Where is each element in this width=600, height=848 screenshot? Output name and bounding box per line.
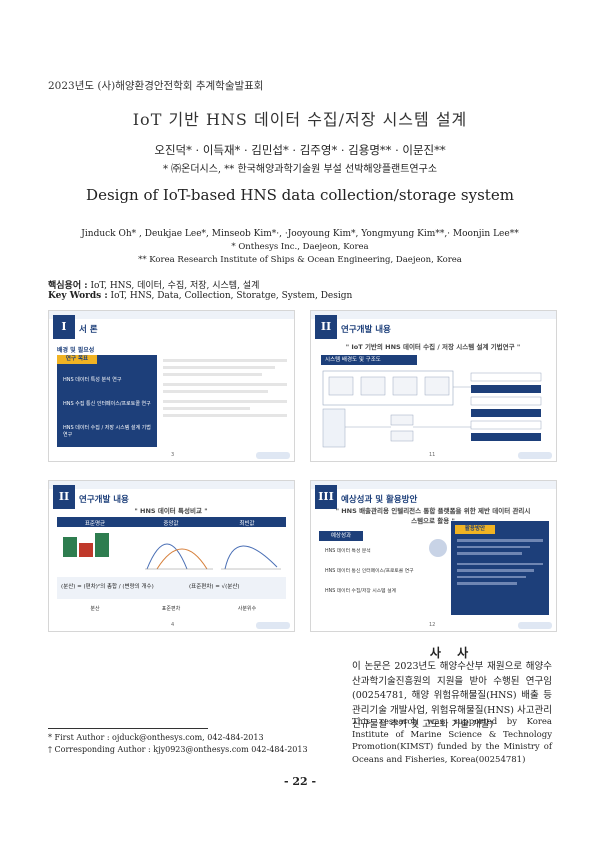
slide-roman-numeral: II (315, 315, 337, 339)
goal-item: HNS 데이터 수집 / 저장 시스템 설계 기법 연구 (63, 425, 151, 438)
footnote-first-author: * First Author : ojduck@onthesys.com, 04… (48, 733, 264, 742)
stddev-formula: (표준편차) = √(분산) (189, 584, 240, 590)
title-korean: IoT 기반 HNS 데이터 수집/저장 시스템 설계 (132, 110, 468, 129)
affiliation-korean: * ㈜온더시스, ** 한국해양과학기술원 부설 선박해양플랜트연구소 (162, 164, 438, 175)
outcome-item: HNS 데이터 통신 인터페이스/프로토콜 연구 (325, 569, 414, 574)
keywords-korean: 핵심용어 : IoT, HNS, 데이터, 수집, 저장, 시스템, 설계 (48, 278, 259, 291)
acknowledgement-title: 사 사 (429, 646, 475, 660)
slide-quote: " HNS 데이터 특성비교 " (134, 507, 208, 515)
slide-topbar (49, 311, 294, 319)
slide-page-number: 12 (429, 622, 436, 628)
slide-research-content-1: II 연구개발 내용 " IoT 기반의 HNS 데이터 수집 / 저장 시스템… (310, 310, 557, 462)
slide-title: 예상성과 및 활용방안 (341, 495, 418, 505)
logo (518, 622, 552, 629)
logo (256, 452, 290, 459)
slide-research-content-2: II 연구개발 내용 " HNS 데이터 특성비교 " 표준명균 중앙값 최빈값… (48, 480, 295, 632)
variance-formula: (분산) = (편차)²의 총합 / (변량의 개수) (61, 584, 154, 590)
affiliation-english-2: ** Korea Research Institute of Ships & O… (138, 255, 462, 265)
footnote-divider (48, 728, 208, 729)
authors-korean: 오진덕* · 이득재* · 김민섭* · 김주영* · 김용명** · 이문진*… (154, 143, 446, 157)
outcome-item: HNS 데이터 특성 분석 (325, 549, 371, 554)
acknowledgement-korean: 이 논문은 2023년도 해양수산부 재원으로 해양수산과학기술진흥원의 지원을… (352, 661, 552, 730)
slide-expected-outcomes: III 예상성과 및 활용방안 " HNS 배출관리용 인텔리전스 통합 플랫폼… (310, 480, 557, 632)
slide-roman-numeral: II (53, 485, 75, 509)
outcome-item: HNS 데이터 수집/저장 시스템 설계 (325, 589, 396, 594)
column-header: 최빈값 (239, 521, 255, 527)
affiliation-english-1: * Onthesys Inc., Daejeon, Korea (231, 242, 369, 252)
column-header: 표준명균 (84, 521, 106, 527)
goal-item: HNS 데이터 특성 분석 연구 (63, 377, 122, 383)
research-goal-box: 연구 목표 HNS 데이터 특성 분석 연구 HNS 수집 통신 인터페이스/프… (57, 355, 157, 447)
slide-section-title: 시스템 배경도 및 구조도 (321, 355, 417, 365)
bottom-label: 사분위수 (237, 606, 257, 612)
applications-label: 활용방안 (455, 525, 495, 534)
keywords-english-text: IoT, HNS, Data, Collection, Storatge, Sy… (110, 291, 353, 301)
slide-title: 연구개발 내용 (79, 495, 129, 505)
slide-body-text (163, 359, 287, 421)
slide-title: 연구개발 내용 (341, 325, 391, 335)
keywords-korean-label: 핵심용어 : (48, 281, 88, 291)
applications-text (457, 539, 543, 589)
slide-section-title: 배경 및 필요성 (57, 347, 95, 354)
authors-english: Jinduck Oh* , Deukjae Lee*, Minseob Kim*… (81, 229, 519, 239)
page-number: - 22 - (283, 775, 317, 788)
keywords-korean-text: IoT, HNS, 데이터, 수집, 저장, 시스템, 설계 (90, 281, 260, 291)
slide-quote: " HNS 배출관리용 인텔리전스 통합 플랫폼을 위한 제반 데이터 관리시스… (335, 507, 531, 525)
system-architecture-diagram (322, 370, 542, 448)
title-english: Design of IoT-based HNS data collection/… (86, 186, 514, 204)
slide-topbar (49, 481, 294, 489)
column-header-bar (57, 517, 286, 527)
acknowledgement-english: This research was supported by Korea Ins… (352, 717, 552, 765)
conference-header: 2023년도 (사)해양환경안전학회 추계학술발표회 (48, 80, 264, 92)
goal-item: HNS 수집 통신 인터페이스/프로토콜 연구 (63, 401, 151, 407)
keywords-english: Key Words : IoT, HNS, Data, Collection, … (48, 291, 352, 301)
slide-roman-numeral: I (53, 315, 75, 339)
slide-topbar (311, 311, 556, 319)
drone-icon (429, 539, 447, 557)
applications-box: 활용방안 (451, 521, 549, 615)
slide-quote: " IoT 기반의 HNS 데이터 수집 / 저장 시스템 설계 기법연구 " (345, 343, 521, 351)
slide-topbar (311, 481, 556, 489)
slide-introduction: I 서 론 배경 및 필요성 연구 목표 HNS 데이터 특성 분석 연구 HN… (48, 310, 295, 462)
expected-outcomes-label: 예상성과 (319, 531, 363, 541)
column-header: 중앙값 (163, 521, 179, 527)
slide-page-number: 3 (171, 452, 175, 458)
logo (518, 452, 552, 459)
keywords-english-label: Key Words : (48, 291, 108, 301)
slide-page-number: 4 (171, 622, 175, 628)
slide-roman-numeral: III (315, 485, 337, 509)
research-goal-label: 연구 목표 (57, 355, 97, 364)
footnote-corresponding-author: † Corresponding Author : kjy0923@onthesy… (48, 745, 308, 754)
logo (256, 622, 290, 629)
distribution-curves (63, 533, 281, 570)
formula-box (57, 577, 286, 599)
slide-page-number: 11 (429, 452, 436, 458)
bottom-label: 표준편차 (161, 606, 181, 612)
bottom-label: 분산 (90, 606, 100, 612)
slide-title: 서 론 (79, 325, 98, 335)
